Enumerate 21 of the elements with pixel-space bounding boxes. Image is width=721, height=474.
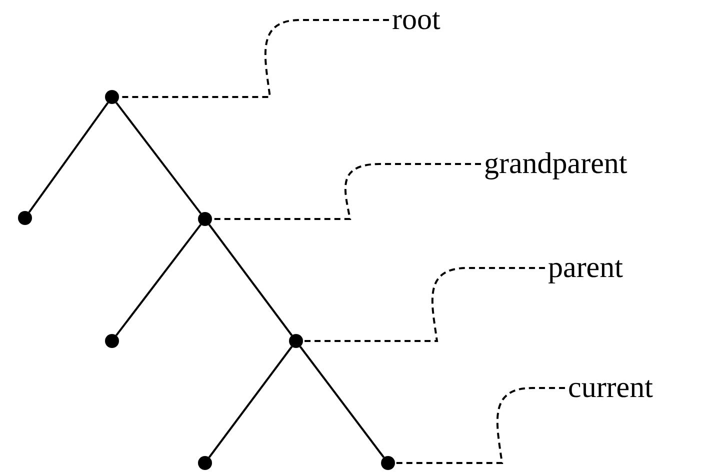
node-dot <box>381 456 395 470</box>
node-label: parent <box>548 251 623 285</box>
node-label: current <box>568 371 653 405</box>
node-dot <box>105 334 119 348</box>
node-label: root <box>392 3 440 37</box>
node-dot <box>289 334 303 348</box>
tree-branch-line <box>115 102 202 214</box>
leader-line <box>395 387 565 464</box>
node-dot <box>105 90 119 104</box>
node-dot <box>198 456 212 470</box>
tree-branch-line <box>115 224 202 336</box>
leader-line <box>303 267 545 342</box>
leader-line <box>119 19 389 98</box>
tree-branch-line <box>208 224 293 336</box>
node-dot <box>198 212 212 226</box>
tree-branch-line <box>299 346 385 458</box>
tree-branch-line <box>208 346 293 458</box>
node-label: grandparent <box>484 147 628 181</box>
node-dot <box>18 211 32 225</box>
tree-branch-line <box>28 102 109 213</box>
leader-line <box>212 163 481 220</box>
